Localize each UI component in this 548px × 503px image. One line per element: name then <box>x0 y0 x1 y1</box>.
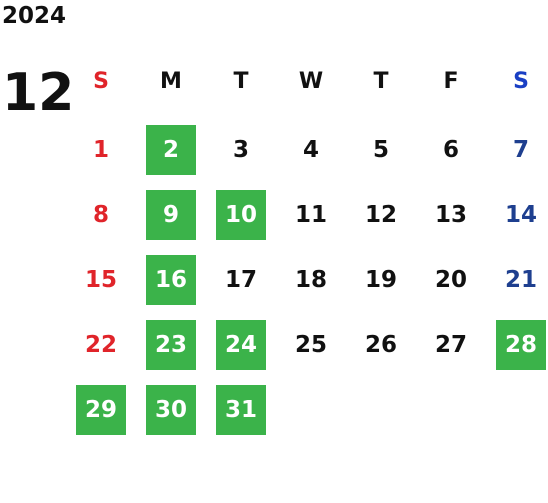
day-cell-25: 25 <box>294 332 327 358</box>
day-cell-30: 30 <box>146 385 196 435</box>
weekday-header-sun: S <box>93 68 109 94</box>
day-cell-16: 16 <box>146 255 196 305</box>
day-cell-14: 14 <box>504 202 537 228</box>
day-cell-8: 8 <box>92 202 109 228</box>
calendar-year: 2024 <box>2 3 67 29</box>
day-cell-29: 29 <box>76 385 126 435</box>
day-cell-15: 15 <box>84 267 117 293</box>
day-cell-28: 28 <box>496 320 546 370</box>
day-cell-5: 5 <box>372 137 389 163</box>
weekday-header-mon: M <box>160 68 182 94</box>
day-cell-27: 27 <box>434 332 467 358</box>
day-cell-22: 22 <box>84 332 117 358</box>
day-cell-9: 9 <box>146 190 196 240</box>
day-cell-12: 12 <box>364 202 397 228</box>
day-cell-10: 10 <box>216 190 266 240</box>
day-cell-2: 2 <box>146 125 196 175</box>
day-cell-24: 24 <box>216 320 266 370</box>
day-cell-1: 1 <box>92 137 109 163</box>
day-cell-7: 7 <box>512 137 529 163</box>
weekday-header-sat: S <box>513 68 529 94</box>
day-cell-4: 4 <box>302 137 319 163</box>
day-cell-26: 26 <box>364 332 397 358</box>
weekday-header-tue: T <box>233 68 249 94</box>
weekday-header-fri: F <box>443 68 459 94</box>
day-cell-19: 19 <box>364 267 397 293</box>
weekday-header-wed: W <box>298 68 324 94</box>
day-cell-18: 18 <box>294 267 327 293</box>
weekday-header-thu: T <box>373 68 389 94</box>
calendar-month: 12 <box>2 63 75 123</box>
day-cell-23: 23 <box>146 320 196 370</box>
day-cell-6: 6 <box>442 137 459 163</box>
day-cell-20: 20 <box>434 267 467 293</box>
day-cell-21: 21 <box>504 267 537 293</box>
day-cell-3: 3 <box>232 137 249 163</box>
day-cell-17: 17 <box>224 267 257 293</box>
day-cell-31: 31 <box>216 385 266 435</box>
day-cell-13: 13 <box>434 202 467 228</box>
day-cell-11: 11 <box>294 202 327 228</box>
